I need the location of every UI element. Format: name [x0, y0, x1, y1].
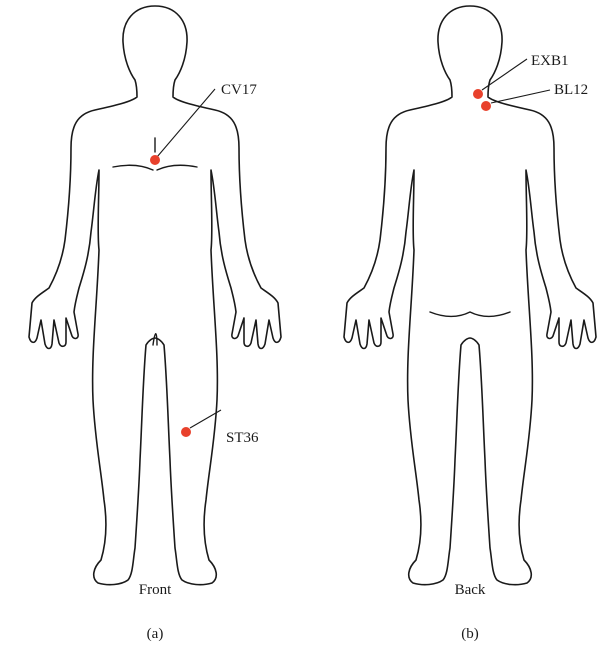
exb1-label: EXB1 [531, 53, 569, 69]
exb1-point [473, 89, 483, 99]
front-panel: CV17 ST36 Front (a) [29, 6, 281, 642]
st36-point [181, 427, 191, 437]
groin-line [153, 334, 157, 345]
cv17-leader-line [157, 89, 215, 157]
bl12-label: BL12 [554, 82, 588, 98]
cv17-point [150, 155, 160, 165]
back-panel: EXB1 BL12 Back (b) [344, 6, 596, 642]
front-view-label: Front [139, 582, 172, 598]
back-view-label: Back [455, 582, 486, 598]
back-panel-caption: (b) [461, 626, 479, 642]
bl12-point [481, 101, 491, 111]
bl12-leader-line [491, 90, 550, 103]
cv17-label: CV17 [221, 82, 257, 98]
right-clavicle-line [157, 165, 197, 170]
buttock-line [430, 312, 510, 317]
front-panel-caption: (a) [147, 626, 164, 642]
st36-label: ST36 [226, 430, 259, 446]
exb1-leader-line [482, 59, 527, 90]
left-clavicle-line [113, 165, 153, 170]
